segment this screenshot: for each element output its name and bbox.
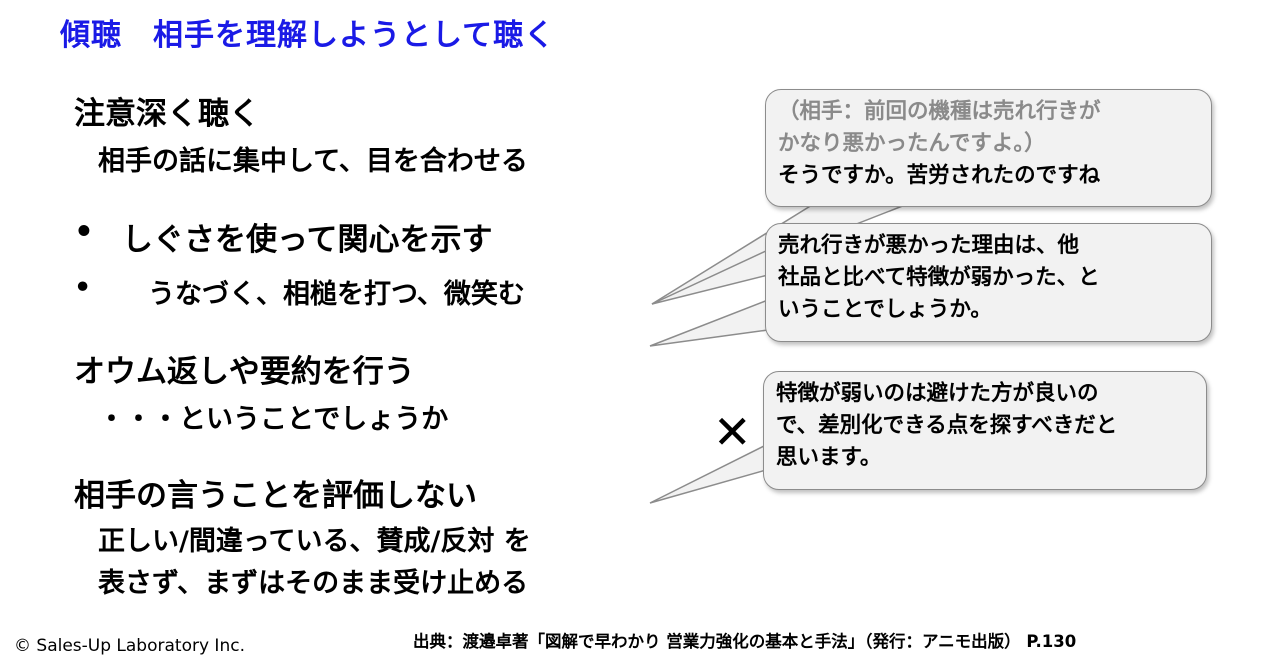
slide-title: 傾聴 相手を理解しようとして聴く	[60, 18, 556, 53]
heading-no-judgement: 相手の言うことを評価しない	[74, 478, 477, 514]
speech-bubble-summary: 売れ行きが悪かった理由は、他 社品と比べて特徴が弱かった、と いうことでしょうか…	[765, 223, 1212, 342]
bubble-3-line-2: で、差別化できる点を探すべきだと	[776, 413, 1118, 438]
detail-no-judgement-1: 正しい/間違っている、賛成/反対 を	[98, 526, 531, 557]
speech-bubble-empathy: （相手：前回の機種は売れ行きが かなり悪かったんですよ。） そうですか。苦労され…	[765, 89, 1212, 207]
detail-show-interest: うなづく、相槌を打つ、微笑む	[148, 279, 525, 310]
bubble-2-line-2: 社品と比べて特徴が弱かった、と	[778, 265, 1100, 290]
bullet-1: •	[74, 214, 94, 250]
bullet-2: •	[74, 272, 92, 303]
bubble-3-line-1: 特徴が弱いのは避けた方が良いの	[776, 381, 1099, 406]
heading-show-interest: しぐさを使って関心を示す	[122, 222, 493, 258]
heading-listen-carefully: 注意深く聴く	[74, 96, 260, 132]
heading-paraphrase: オウム返しや要約を行う	[74, 354, 415, 390]
copyright: © Sales-Up Laboratory Inc.	[14, 636, 245, 656]
detail-paraphrase: ・・・ということでしょうか	[98, 404, 449, 435]
bubble-1-gray-line-1: （相手：前回の機種は売れ行きが	[778, 99, 1101, 124]
bubble-3-line-3: 思います。	[776, 445, 882, 470]
speech-bubble-judgement: 特徴が弱いのは避けた方が良いの で、差別化できる点を探すべきだと 思います。	[763, 371, 1207, 490]
bubble-2-line-1: 売れ行きが悪かった理由は、他	[778, 233, 1080, 258]
bubble-1-line-1: そうですか。苦労されたのですね	[778, 163, 1101, 188]
bubble-2-line-3: いうことでしょうか。	[778, 297, 992, 322]
detail-listen-carefully: 相手の話に集中して、目を合わせる	[98, 146, 528, 177]
bubble-1-gray-line-2: かなり悪かったんですよ。）	[778, 131, 1046, 156]
cross-mark-icon: ✕	[713, 405, 752, 459]
detail-no-judgement-2: 表さず、まずはそのまま受け止める	[98, 568, 529, 599]
source-citation: 出典：渡邉卓著「図解で早わかり 営業力強化の基本と手法」（発行：アニモ出版） P…	[413, 632, 1077, 651]
